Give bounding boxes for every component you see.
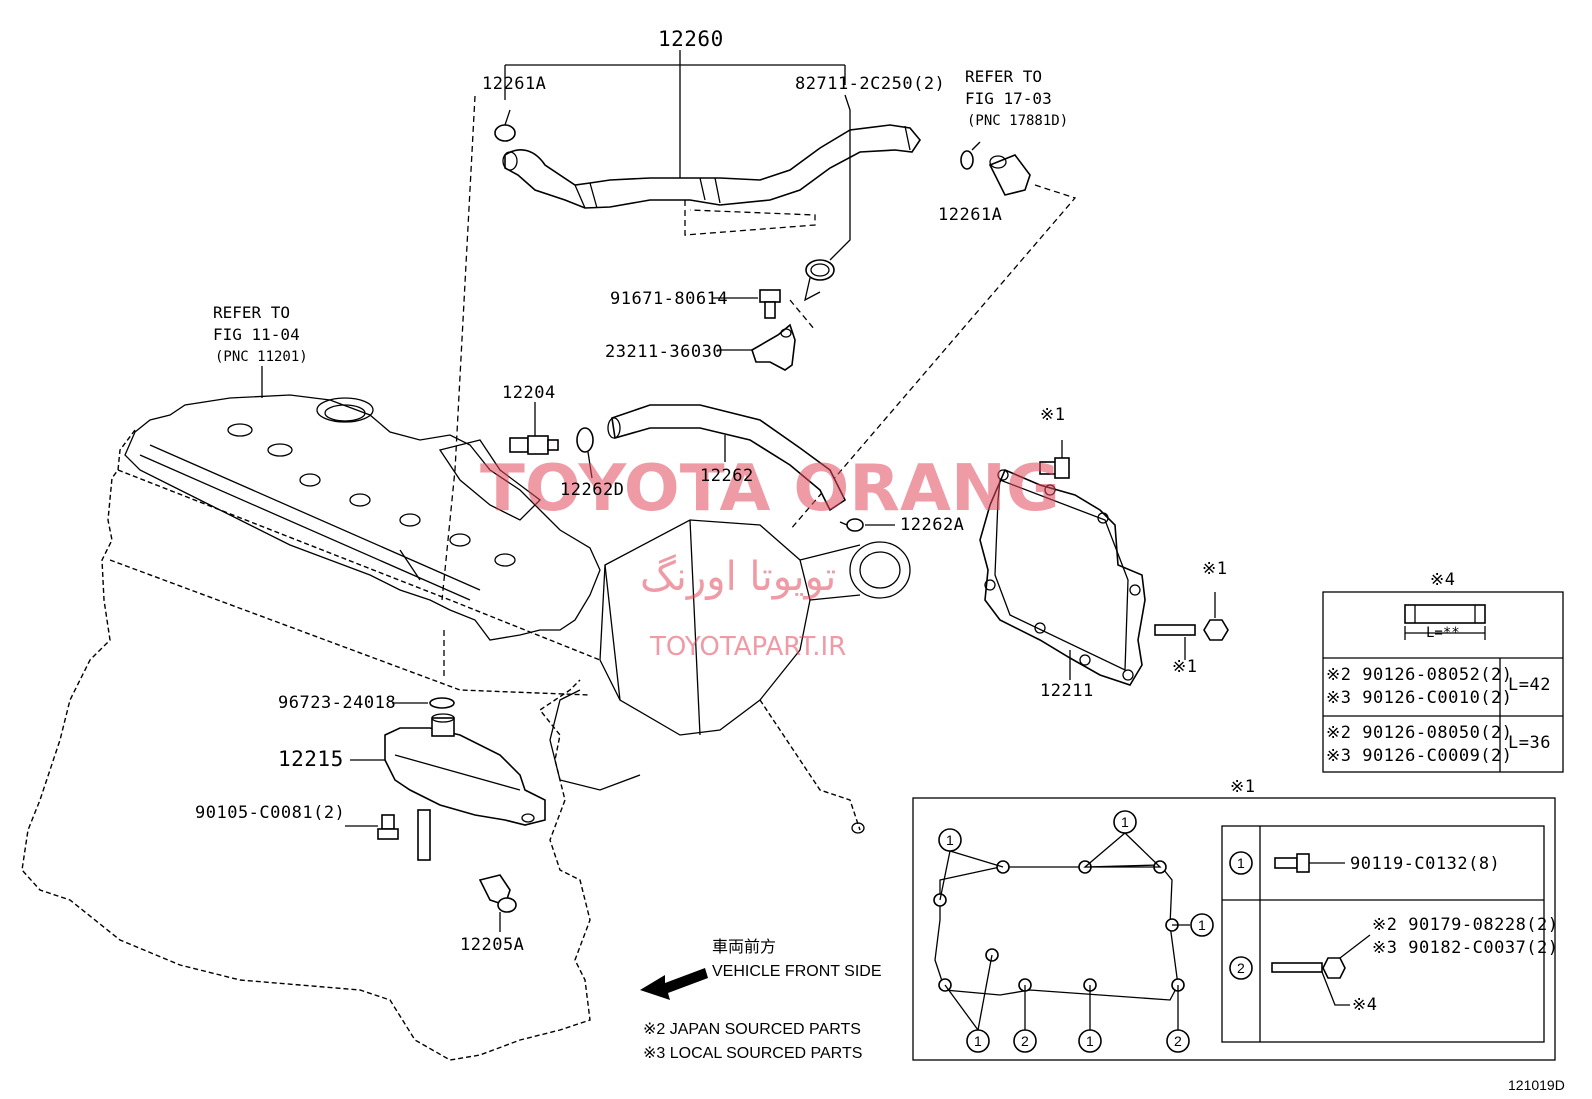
diagram-id: 121019D: [1508, 1077, 1565, 1093]
oring-96723: [392, 697, 455, 709]
refer-1703-line1: REFER TO: [965, 67, 1042, 86]
detail-m1-mark: ※1: [1230, 777, 1255, 797]
bolt-m1-top: [1039, 440, 1070, 479]
label-12260: 12260: [658, 27, 724, 51]
label-12261a-left: 12261A: [482, 74, 546, 94]
table-row1-b: ※3 90126-C0010(2): [1326, 688, 1513, 708]
table-length-label: L=**: [1426, 625, 1460, 641]
intake-body: [549, 519, 911, 834]
label-23211: 23211-36030: [605, 342, 723, 362]
clamp-82711: [804, 94, 851, 302]
hose-12260: [502, 124, 921, 209]
refer-1703-line3: (PNC 17881D): [967, 113, 1068, 129]
table-row1-a: ※2 90126-08052(2): [1326, 665, 1513, 685]
label-m1-stud: ※1: [1202, 559, 1227, 579]
detail-m4-mark: ※4: [1352, 995, 1377, 1015]
label-12211: 12211: [1040, 681, 1094, 701]
callout-1e: 1: [1086, 1033, 1094, 1049]
key1-part: 90119-C0132(8): [1350, 854, 1500, 874]
key2-part-b: ※3 90182-C0037(2): [1372, 938, 1559, 958]
key-2: 2: [1237, 960, 1245, 976]
table-row2-length: L=36: [1508, 733, 1551, 753]
clamp-12262a: [839, 518, 895, 532]
vehicle-front-jp: 車両前方: [712, 937, 776, 956]
callout-2b: 2: [1174, 1033, 1182, 1049]
clamp-12261a-right: [960, 141, 1031, 196]
watermark-site: TOYOTAPART.IR: [649, 632, 846, 662]
key2-part-a: ※2 90179-08228(2): [1372, 915, 1559, 935]
table-row1-length: L=42: [1508, 675, 1551, 695]
engine-block-outline: [21, 429, 601, 1061]
dashed-routing: [441, 95, 1077, 680]
vehicle-front-en: VEHICLE FRONT SIDE: [712, 963, 882, 980]
label-m1-top: ※1: [1040, 405, 1065, 425]
bolt-90105: [345, 814, 399, 840]
label-12215: 12215: [278, 747, 344, 771]
watermark-brand: TOYOTA ORANG: [480, 452, 1060, 526]
refer-1104-line1: REFER TO: [213, 303, 290, 322]
label-12262: 12262: [700, 466, 754, 486]
callout-1b: 1: [1121, 814, 1129, 830]
note-japan-sourced: ※2 JAPAN SOURCED PARTS: [643, 1021, 861, 1038]
label-82711: 82711-2C250(2): [795, 74, 945, 94]
label-12262d: 12262D: [560, 480, 624, 500]
clamp-12262d: [576, 427, 594, 479]
label-m1-stud-bottom: ※1: [1172, 657, 1197, 677]
callout-1d: 1: [974, 1033, 982, 1049]
oil-separator-12215: [350, 713, 546, 861]
callout-2a: 2: [1021, 1033, 1029, 1049]
callout-1a: 1: [946, 832, 954, 848]
stud-m1: [1154, 592, 1229, 660]
label-91671: 91671-80614: [610, 289, 728, 309]
watermark: TOYOTA ORANG تویوتا اورنگ TOYOTAPART.IR: [480, 452, 1060, 662]
bolt-91671: [712, 289, 781, 319]
note-local-sourced: ※3 LOCAL SOURCED PARTS: [643, 1045, 862, 1062]
vehicle-front-arrow-icon: [640, 968, 708, 1000]
clamp-12261a-left: [494, 109, 516, 142]
bracket-23211: [718, 323, 796, 371]
label-12261a-right: 12261A: [938, 205, 1002, 225]
hose-12262: [607, 404, 847, 512]
leader-12260: [504, 50, 846, 236]
pcv-valve-12204: [509, 402, 559, 455]
refer-1703-line2: FIG 17-03: [965, 89, 1052, 108]
refer-1104-line2: FIG 11-04: [213, 325, 300, 344]
callout-1c: 1: [1198, 917, 1206, 933]
gasket-12211: [979, 468, 1146, 686]
vehicle-front-indicator: 車両前方 VEHICLE FRONT SIDE: [640, 937, 882, 1000]
table-m4-mark: ※4: [1430, 570, 1455, 590]
cylinder-head-cover: [124, 394, 601, 641]
stud-length-table: ※4 L=** ※2 90126-08052(2) ※3 90126-C0010…: [1322, 570, 1564, 773]
label-12204: 12204: [502, 383, 556, 403]
detail-box: ※1 1 1 1 1 2 1: [912, 777, 1559, 1061]
label-96723: 96723-24018: [278, 693, 396, 713]
label-12205a: 12205A: [460, 935, 524, 955]
cushion-12205a: [478, 874, 517, 932]
watermark-persian: تویوتا اورنگ: [640, 554, 836, 600]
label-90105: 90105-C0081(2): [195, 803, 345, 823]
table-row2-b: ※3 90126-C0009(2): [1326, 746, 1513, 766]
table-row2-a: ※2 90126-08050(2): [1326, 723, 1513, 743]
refer-1104-line3: (PNC 11201): [215, 349, 308, 365]
label-12262a: 12262A: [900, 515, 964, 535]
key-1: 1: [1237, 855, 1245, 871]
